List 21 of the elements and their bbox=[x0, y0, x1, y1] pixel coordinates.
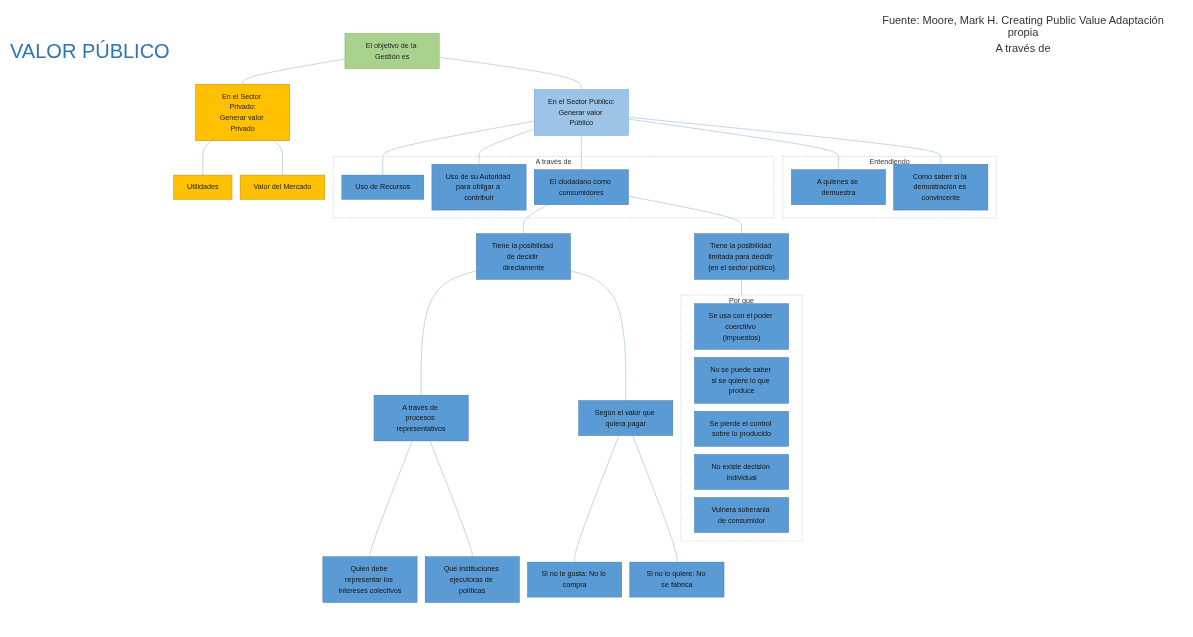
connector bbox=[478, 128, 535, 165]
connector bbox=[202, 140, 212, 176]
connector bbox=[632, 435, 678, 563]
connector bbox=[741, 279, 742, 296]
connector bbox=[369, 440, 413, 557]
connector bbox=[574, 435, 620, 563]
diagram-title: VALOR PÚBLICO bbox=[10, 40, 170, 63]
connector bbox=[438, 57, 582, 90]
connector bbox=[570, 270, 626, 401]
connector bbox=[581, 135, 582, 170]
note-text: Fuente: Moore, Mark H. Creating Public Value Adaptación propia bbox=[881, 14, 1165, 38]
connector bbox=[420, 270, 477, 396]
connector bbox=[628, 116, 942, 165]
connector bbox=[628, 195, 742, 234]
connector bbox=[429, 440, 473, 557]
note-text: A través de bbox=[994, 42, 1052, 54]
connector bbox=[273, 140, 283, 176]
connector bbox=[523, 204, 549, 234]
connector bbox=[242, 58, 346, 85]
connector bbox=[382, 120, 535, 176]
connector bbox=[628, 118, 839, 170]
